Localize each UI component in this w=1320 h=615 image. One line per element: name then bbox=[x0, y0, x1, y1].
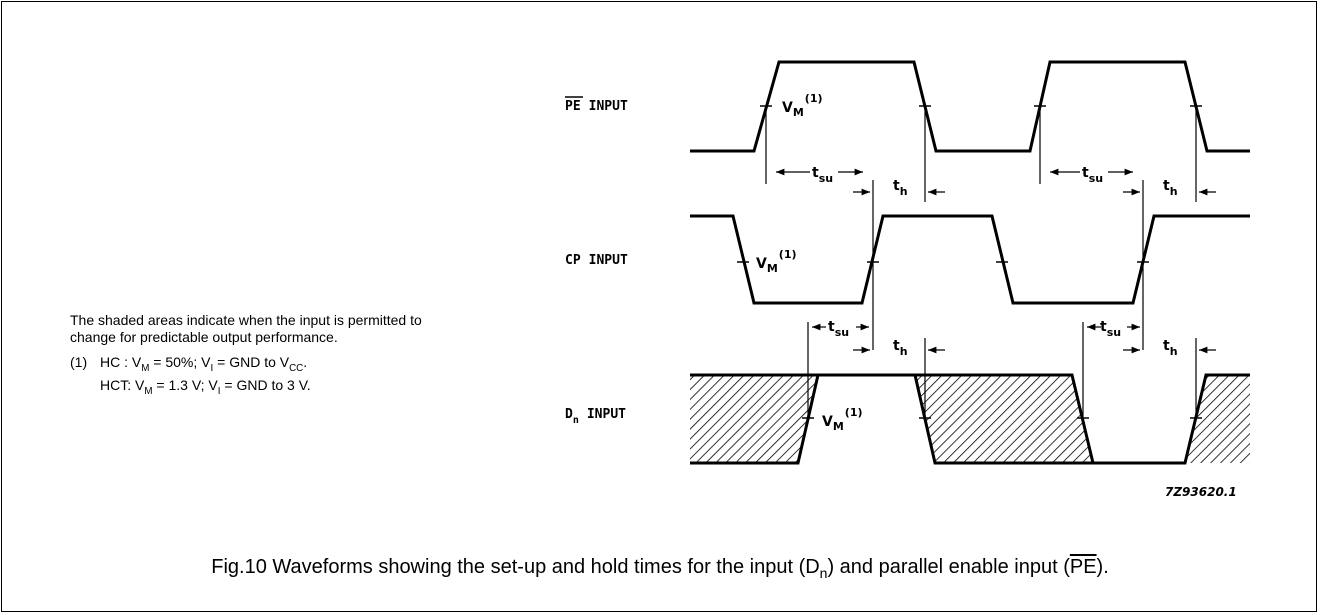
pe-suffix: INPUT bbox=[589, 99, 628, 114]
cp-name: CP bbox=[565, 253, 581, 268]
reference-lines bbox=[765, 106, 1197, 418]
pe-waveform bbox=[690, 60, 1250, 153]
cp-suffix: INPUT bbox=[589, 253, 628, 268]
cp-waveform bbox=[690, 214, 1250, 305]
pe-name: PE bbox=[565, 99, 581, 114]
dn-sub: n bbox=[573, 415, 579, 426]
footnote-number: (1) bbox=[70, 354, 88, 370]
th-label-pe-1: th bbox=[893, 178, 908, 198]
figure-notes: The shaded areas indicate when the input… bbox=[70, 312, 440, 400]
pe-vm-label: VM(1) bbox=[782, 92, 823, 119]
footnote-body: HC : VM = 50%; VI = GND to VCC. HCT: VM … bbox=[100, 354, 311, 400]
dn-signal-label: Dn INPUT bbox=[565, 407, 626, 426]
figure-caption: Fig.10 Waveforms showing the set-up and … bbox=[211, 556, 1109, 581]
pe-signal-label: PE INPUT bbox=[565, 96, 628, 114]
dn-waveform-top bbox=[690, 373, 1250, 465]
dn-vm-label: VM(1) bbox=[822, 406, 863, 433]
cp-signal-label: CP INPUT bbox=[565, 253, 628, 268]
footnote-line-hct: HCT: VM = 1.3 V; VI = GND to 3 V. bbox=[100, 376, 311, 397]
th-label-dn-2: th bbox=[1163, 338, 1178, 358]
dn-suffix: INPUT bbox=[587, 407, 626, 422]
footnote-line-hc: HC : VM = 50%; VI = GND to VCC. bbox=[100, 354, 308, 374]
footnote-1: (1) HC : VM = 50%; VI = GND to VCC. HCT:… bbox=[70, 354, 440, 400]
shaded-areas-note: The shaded areas indicate when the input… bbox=[70, 312, 422, 345]
tsu-label-dn-2: tsu bbox=[1100, 319, 1121, 339]
tsu-label-dn-1: tsu bbox=[828, 319, 849, 339]
dn-name: D bbox=[565, 407, 573, 422]
dn-shaded-regions bbox=[690, 375, 1250, 463]
th-label-dn-1: th bbox=[893, 338, 908, 358]
tsu-label-pe-2: tsu bbox=[1082, 165, 1103, 185]
th-label-pe-2: th bbox=[1163, 178, 1178, 198]
cp-vm-label: VM(1) bbox=[756, 248, 797, 275]
drawing-code: 7Z93620.1 bbox=[1165, 485, 1237, 499]
tsu-label-pe-1: tsu bbox=[812, 165, 833, 185]
